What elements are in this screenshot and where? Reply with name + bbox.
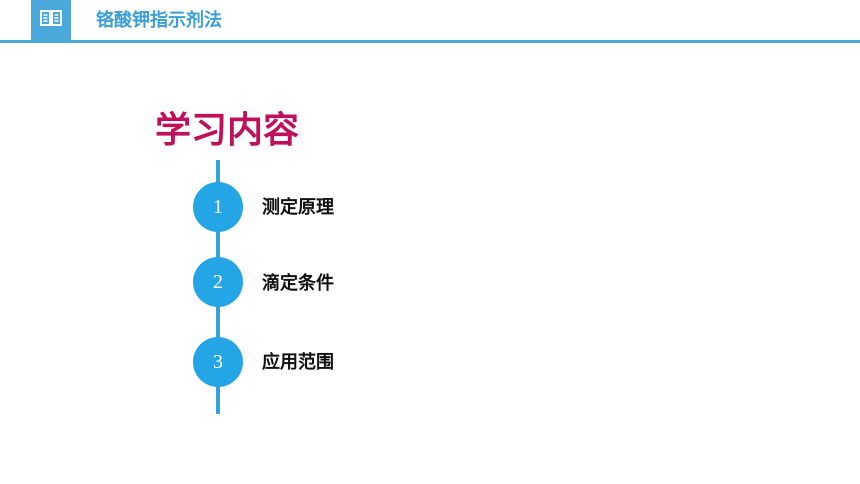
step-number-1: 1: [193, 182, 243, 232]
header-divider: [0, 40, 860, 43]
header-title: 铬酸钾指示剂法: [96, 10, 222, 31]
step-label-3[interactable]: 应用范围: [262, 352, 334, 373]
section-title: 学习内容: [155, 110, 300, 151]
step-number-3: 3: [193, 337, 243, 387]
step-label-2[interactable]: 滴定条件: [262, 273, 334, 294]
header-icon-box: [31, 0, 71, 40]
step-label-1[interactable]: 测定原理: [262, 197, 334, 218]
step-number-2: 2: [193, 257, 243, 307]
book-icon: [40, 9, 62, 31]
